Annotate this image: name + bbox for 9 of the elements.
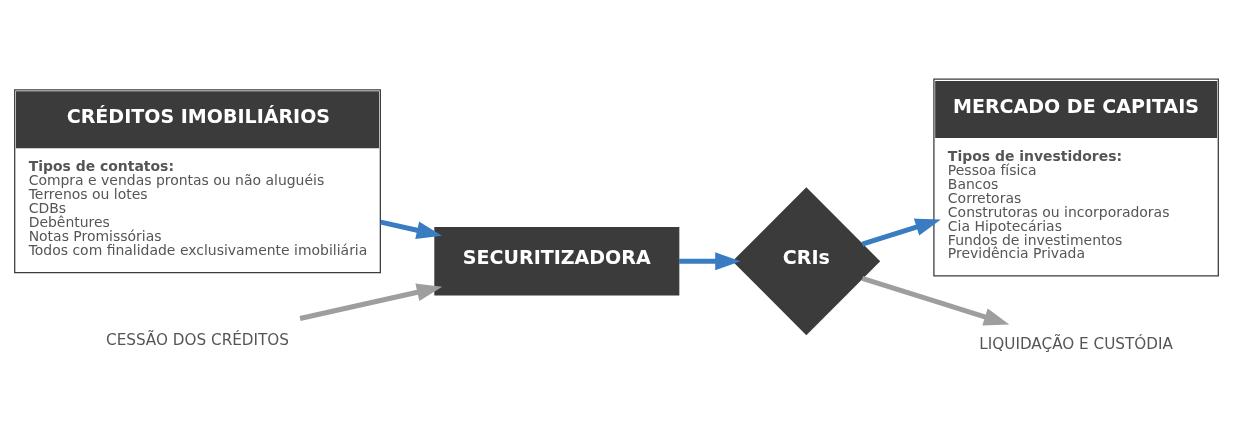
arrow	[679, 252, 741, 271]
arrow	[861, 218, 941, 247]
arrow	[299, 283, 443, 322]
node-box: SECURITIZADORA	[434, 227, 680, 296]
arrow	[861, 276, 1010, 326]
arrow	[380, 219, 443, 239]
node-text: LIQUIDAÇÃO E CUSTÓDIA	[979, 335, 1173, 353]
node-text: CESSÃO DOS CRÉDITOS	[106, 331, 289, 350]
node-diamond: CRIs	[732, 187, 881, 336]
